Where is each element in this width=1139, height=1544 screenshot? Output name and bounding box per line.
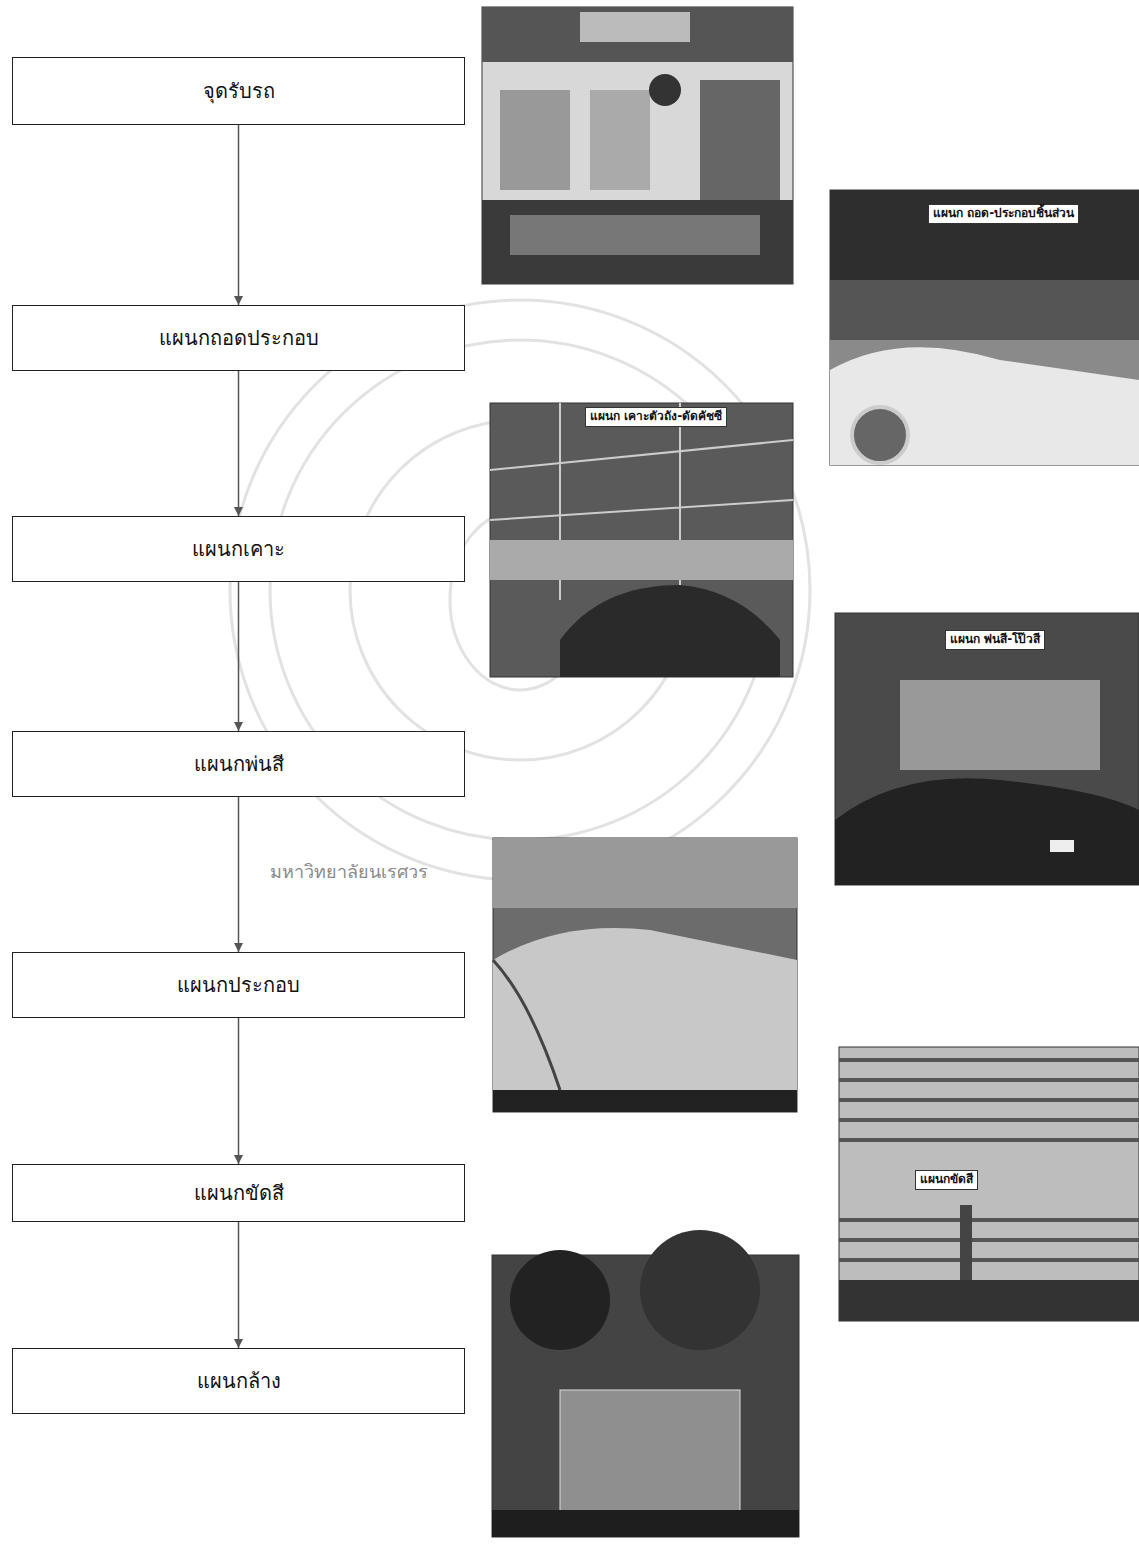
box-label: แผนกขัดสี bbox=[180, 1172, 298, 1214]
box-label: จุดรับรถ bbox=[189, 70, 289, 112]
process-box: แผนกล้าง bbox=[12, 1348, 465, 1414]
sign-text: แผนกขัดสี bbox=[915, 1170, 978, 1190]
flow-arrow bbox=[238, 1018, 240, 1164]
sign-text: แผนก ถอด-ประกอบชิ้นส่วน bbox=[928, 204, 1079, 224]
photo bbox=[490, 403, 793, 677]
sign-text: แผนก เคาะตัวถัง-ดัดคัชซี bbox=[585, 407, 727, 427]
process-box: แผนกพ่นสี bbox=[12, 731, 465, 797]
flow-arrow bbox=[238, 125, 240, 305]
flow-arrow bbox=[238, 371, 240, 516]
process-box: แผนกขัดสี bbox=[12, 1164, 465, 1222]
photo bbox=[830, 190, 1139, 465]
flow-arrow bbox=[238, 797, 240, 952]
photo bbox=[482, 7, 793, 284]
process-box: แผนกประกอบ bbox=[12, 952, 465, 1018]
sign-text: แผนก พ่นสี-โป๊วสี bbox=[945, 630, 1045, 650]
photo bbox=[839, 1047, 1139, 1321]
flow-arrow bbox=[238, 582, 240, 731]
flow-arrow bbox=[238, 1222, 240, 1348]
box-label: แผนกพ่นสี bbox=[180, 743, 298, 785]
box-label: แผนกล้าง bbox=[183, 1360, 295, 1402]
photo bbox=[493, 838, 797, 1112]
process-box: แผนกเคาะ bbox=[12, 516, 465, 582]
process-box: จุดรับรถ bbox=[12, 57, 465, 125]
box-label: แผนกประกอบ bbox=[163, 964, 314, 1006]
box-label: แผนกถอดประกอบ bbox=[145, 317, 333, 359]
watermark: มหาวิทยาลัยนเรศวร bbox=[270, 862, 428, 883]
box-label: แผนกเคาะ bbox=[178, 528, 299, 570]
photo bbox=[492, 1230, 799, 1537]
process-box: แผนกถอดประกอบ bbox=[12, 305, 465, 371]
photo bbox=[835, 613, 1139, 885]
